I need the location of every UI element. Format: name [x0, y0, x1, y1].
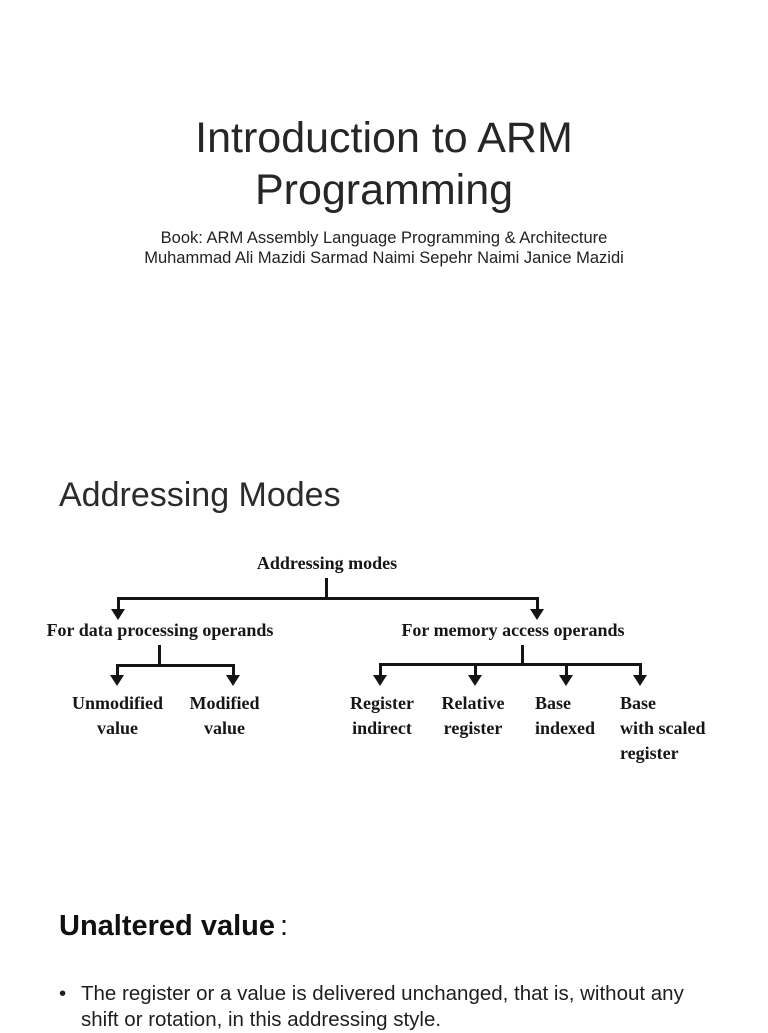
tree-top-connector: [117, 597, 539, 600]
leaf-line: register: [620, 743, 679, 763]
leaf-line: Modified: [189, 693, 260, 713]
right-leaf-drop-line: [379, 663, 382, 675]
tree-root-stem: [325, 578, 328, 597]
right-branch-stem: [521, 645, 524, 663]
leaf-line: register: [443, 718, 503, 738]
leaf-line: value: [96, 718, 138, 738]
right-leaf-drop-line: [639, 663, 642, 675]
arrow-down-icon: [111, 609, 125, 620]
leaf-line: indirect: [352, 718, 412, 738]
unaltered-value-heading: Unaltered value:: [59, 908, 288, 944]
leaf-modified-value: Modified value: [162, 691, 287, 741]
bullet-icon: •: [59, 982, 67, 1005]
addressing-modes-tree-diagram: Addressing modes For data processing ope…: [0, 545, 768, 785]
section-heading: Addressing Modes: [59, 476, 341, 514]
arrow-down-icon: [530, 609, 544, 620]
leaf-line: Unmodified: [71, 693, 163, 713]
arrow-down-icon: [226, 675, 240, 686]
leaf-line: Register: [350, 693, 414, 713]
left-branch-stem: [158, 645, 161, 664]
title-line-2: Programming: [254, 166, 514, 214]
leaf-line: indexed: [535, 718, 596, 738]
leaf-line: Base: [620, 693, 656, 713]
branch-memory-access-label: For memory access operands: [401, 620, 625, 640]
leaf-base-with-scaled-register: Base with scaled register: [620, 691, 735, 766]
arrow-down-icon: [110, 675, 124, 686]
tree-left-drop-line: [117, 597, 120, 610]
leaf-relative-register: Relative register: [432, 691, 514, 741]
leaf-line: Base: [535, 693, 571, 713]
leaf-line: value: [203, 718, 245, 738]
slide-subtitle: Book: ARM Assembly Language Programming …: [0, 229, 768, 268]
leaf-register-indirect: Register indirect: [341, 691, 423, 741]
leaf-line: with scaled: [620, 718, 706, 738]
subtitle-line-1: Book: ARM Assembly Language Programming …: [160, 229, 608, 247]
left-leaf-drop-line: [232, 664, 235, 675]
bullet-item: • The register or a value is delivered u…: [59, 981, 731, 1033]
heading-colon: :: [279, 910, 289, 942]
title-line-1: Introduction to ARM: [195, 114, 573, 162]
arrow-down-icon: [559, 675, 573, 686]
bullet-text-line-2: shift or rotation, in this addressing st…: [81, 1008, 442, 1031]
left-leaf-drop-line: [116, 664, 119, 675]
leaf-line: Relative: [441, 693, 505, 713]
leaf-base-indexed: Base indexed: [535, 691, 625, 741]
left-branch-connector: [116, 664, 235, 667]
bullet-text: The register or a value is delivered unc…: [81, 981, 684, 1033]
right-leaf-drop-line: [474, 663, 477, 675]
tree-right-drop-line: [536, 597, 539, 610]
heading-text: Unaltered value: [59, 910, 275, 942]
bullet-text-line-1: The register or a value is delivered unc…: [81, 982, 684, 1005]
arrow-down-icon: [633, 675, 647, 686]
right-branch-connector: [379, 663, 641, 666]
leaf-unmodified-value: Unmodified value: [55, 691, 180, 741]
right-leaf-drop-line: [565, 663, 568, 675]
branch-data-processing-label: For data processing operands: [46, 620, 274, 640]
subtitle-line-2: Muhammad Ali Mazidi Sarmad Naimi Sepehr …: [144, 248, 624, 267]
slide-title: Introduction to ARM Programming: [0, 112, 768, 216]
arrow-down-icon: [373, 675, 387, 686]
tree-root-label: Addressing modes: [256, 553, 398, 573]
arrow-down-icon: [468, 675, 482, 686]
